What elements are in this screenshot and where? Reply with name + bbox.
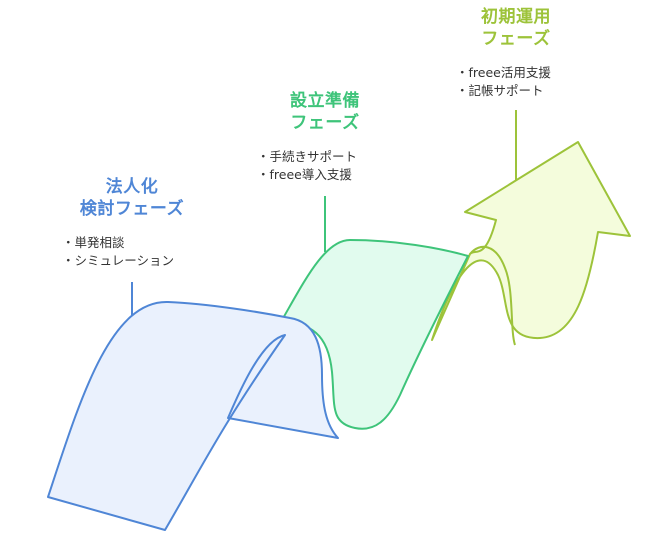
- phase-2-item: ・freee導入支援: [257, 167, 352, 182]
- phase-2-band-shape: [281, 239, 469, 430]
- phase-1-item: ・単発相談: [62, 235, 125, 250]
- phase-1-band-shape: [47, 300, 339, 531]
- phase-3-item: ・freee活用支援: [456, 65, 551, 80]
- phase-3-arrow-inner-edge: [469, 245, 516, 346]
- phase-1-item: ・シミュレーション: [62, 253, 175, 268]
- phase-2-title-line1: 設立準備: [290, 91, 360, 111]
- phase-3-item: ・記帳サポート: [456, 83, 544, 98]
- phase-3-arrow-shape: [431, 141, 631, 341]
- phase-2-title-line2: フェーズ: [290, 113, 360, 133]
- phase-2-title: 設立準備 フェーズ: [255, 90, 395, 134]
- phase-3-title: 初期運用 フェーズ: [446, 6, 586, 50]
- phase-1-title-line2: 検討フェーズ: [79, 199, 185, 219]
- phase-3-title-line2: フェーズ: [481, 29, 551, 49]
- phase-1-items: ・単発相談 ・シミュレーション: [62, 234, 174, 270]
- phase-2-item: ・手続きサポート: [257, 149, 358, 164]
- phase-1-title: 法人化 検討フェーズ: [62, 176, 202, 220]
- phase-1-title-line1: 法人化: [105, 177, 159, 197]
- phase-3-title-line1: 初期運用: [481, 7, 551, 27]
- phase-2-items: ・手続きサポート ・freee導入支援: [257, 148, 357, 184]
- phase-3-items: ・freee活用支援 ・記帳サポート: [456, 64, 551, 100]
